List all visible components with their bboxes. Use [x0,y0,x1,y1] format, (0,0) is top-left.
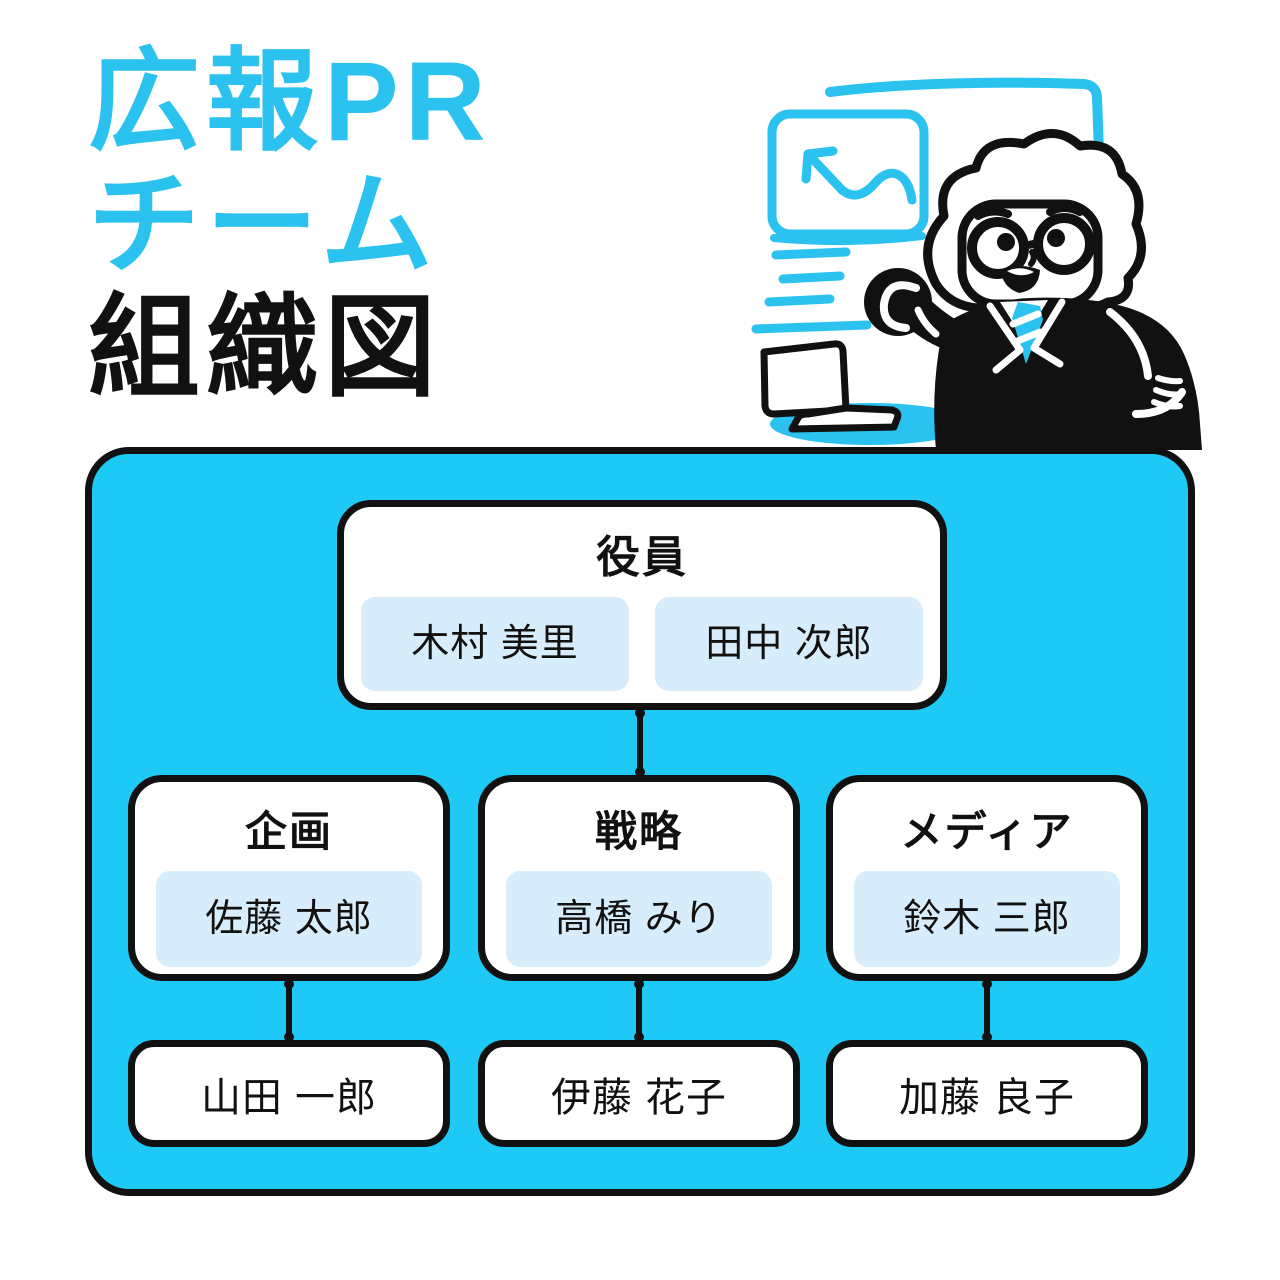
org-node-staff-strategy: 伊藤 花子 [478,1040,800,1147]
connector-dot [635,767,645,777]
presenter-illustration [751,77,1202,450]
connector-dot [982,979,992,989]
org-node-executives: 役員 木村 美里 田中 次郎 [337,500,947,710]
connector-dot [635,708,645,718]
trend-chart-icon [767,109,929,246]
connector [635,708,645,777]
laptop-icon [760,340,970,445]
org-node-media: メディア 鈴木 三郎 [826,775,1148,981]
member-chip: 鈴木 三郎 [854,871,1120,967]
page-title: 広報PR チーム 組織図 [88,40,492,410]
trend-arrow-icon [801,146,917,205]
suit [934,297,1202,450]
org-node-strategy: 戦略 高橋 みり [478,775,800,981]
connector-dot [982,1032,992,1042]
org-node-staff-media: 加藤 良子 [826,1040,1148,1147]
title-line-3: 組織図 [88,285,442,411]
org-node-staff-planning: 山田 一郎 [128,1040,450,1147]
title-line-1: 広報PR [88,39,492,164]
dept-title: メディア [900,808,1074,855]
presenter-figure [864,129,1202,450]
note-lines-icon [751,247,872,334]
connector [634,979,644,1042]
org-chart-panel: 役員 木村 美里 田中 次郎 企画 佐藤 太郎 戦略 高橋 みり メディア 鈴木… [85,447,1195,1196]
org-node-planning: 企画 佐藤 太郎 [128,775,450,981]
member-chip: 佐藤 太郎 [156,871,422,967]
connector-dot [284,979,294,989]
connector [982,979,992,1042]
member-chip: 高橋 みり [506,871,772,967]
dept-title: 企画 [244,808,333,855]
member-chip: 田中 次郎 [655,597,923,691]
member-chip: 木村 美里 [361,597,629,691]
title-line-2: チーム [88,162,439,288]
exec-title: 役員 [596,533,688,582]
dept-title: 戦略 [594,808,683,855]
glasses-icon [967,213,1095,279]
connector-dot [634,1032,644,1042]
exec-members: 木村 美里 田中 次郎 [344,597,940,691]
presentation-board-icon [825,77,1104,157]
connector-dot [634,979,644,989]
connector [284,979,294,1042]
connector-dot [284,1032,294,1042]
